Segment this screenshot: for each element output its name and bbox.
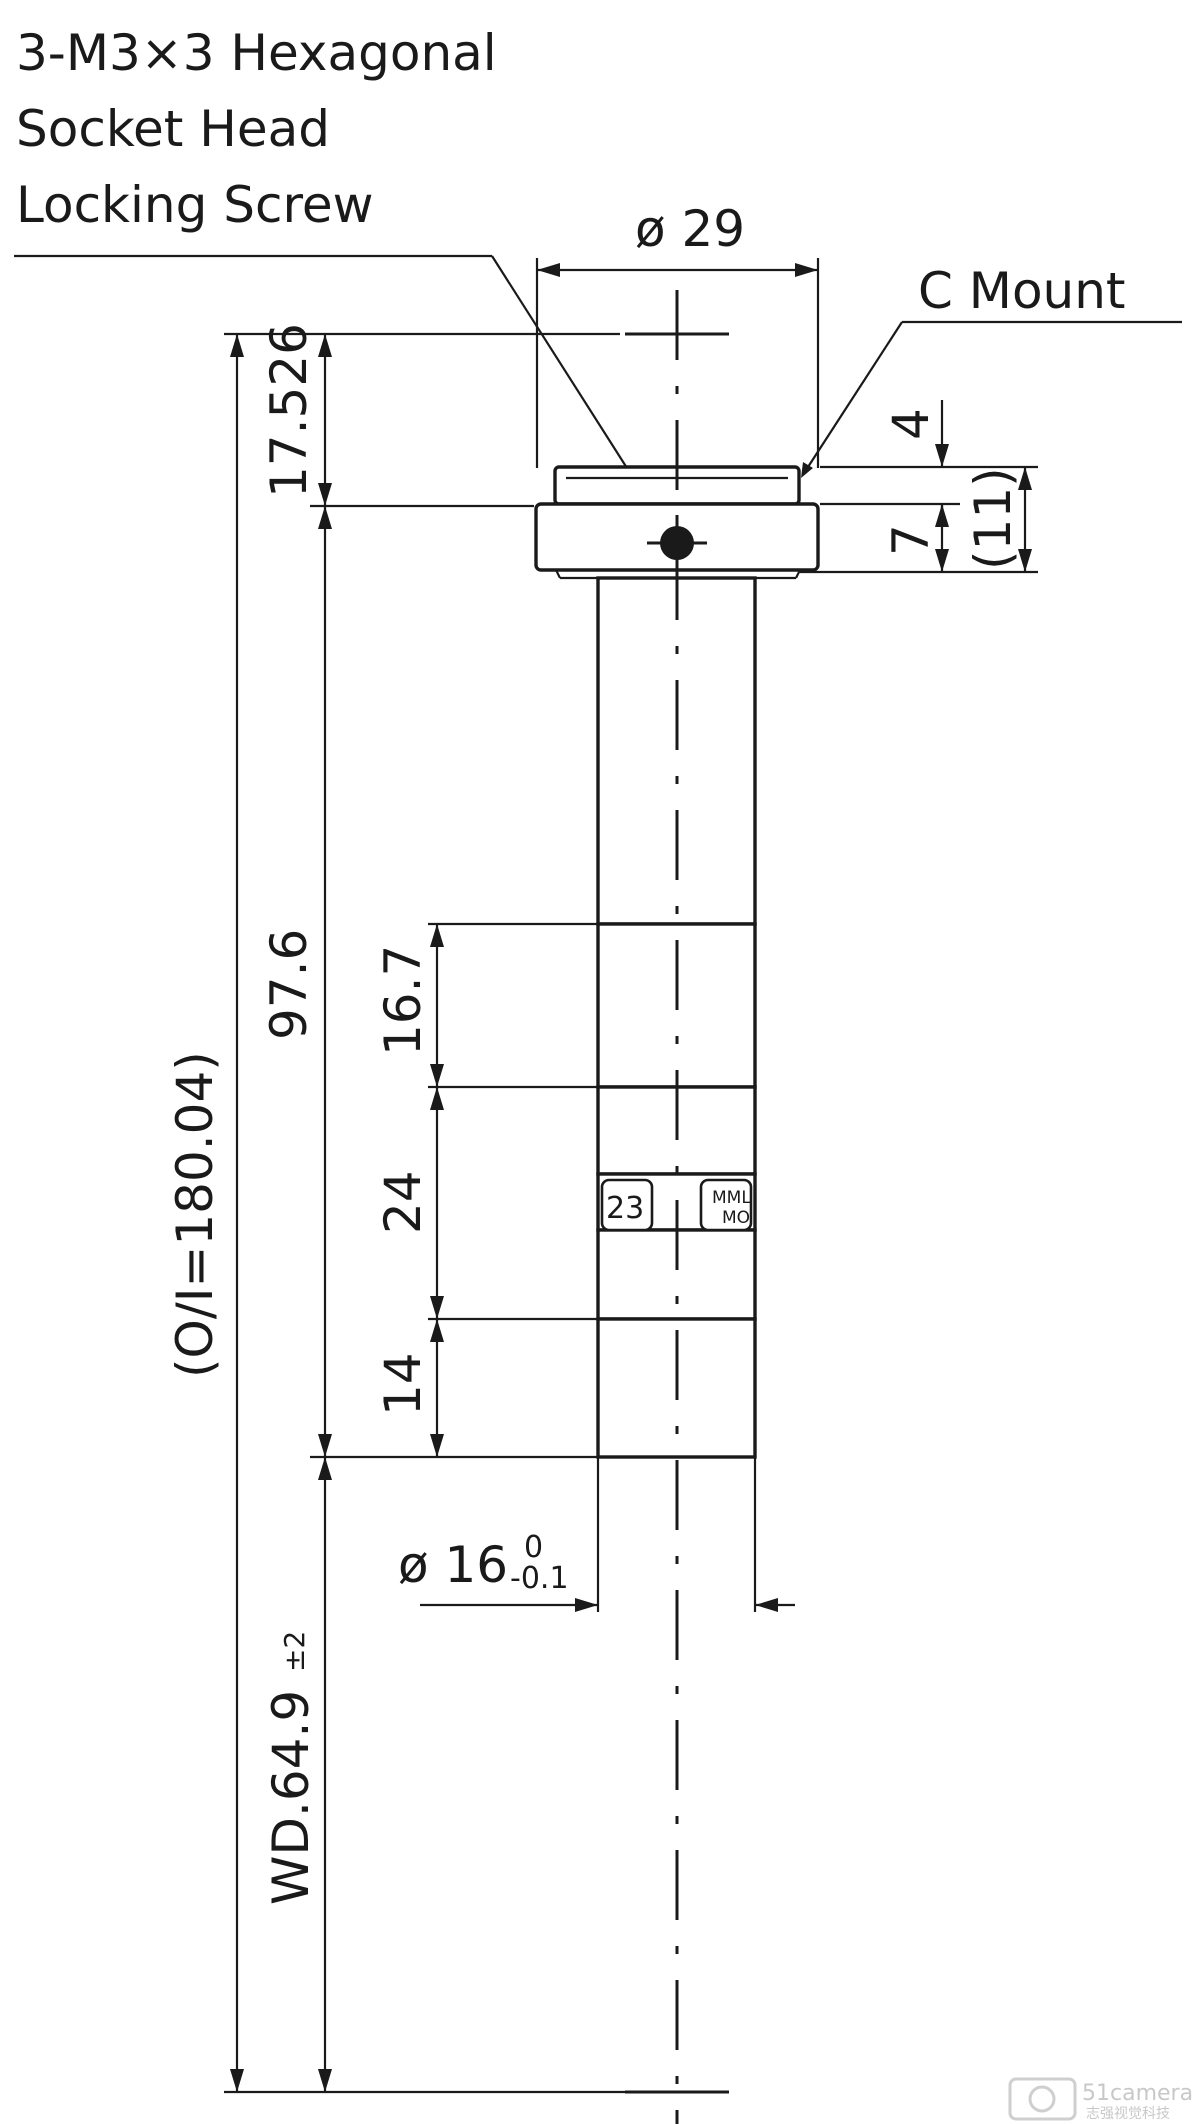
screw-callout-line1: 3-M3×3 Hexagonal: [16, 24, 497, 82]
dim-tol-upper: 0: [524, 1530, 543, 1565]
dim-wd: WD.64.9 ±2: [262, 1457, 332, 2092]
dim-oi: (O/I=180.04): [166, 334, 244, 2092]
dim-17-526-label: 17.526: [260, 323, 318, 498]
dim-11-label: (11): [964, 467, 1022, 570]
dim-oi-label: (O/I=180.04): [166, 1051, 224, 1378]
dim-diameter-16-label: ø 16: [398, 1536, 508, 1594]
watermark: 51camera 志强视觉科技: [1008, 2077, 1193, 2122]
dim-17-526: 17.526: [260, 323, 332, 506]
watermark-sub: 志强视觉科技: [1086, 2106, 1170, 2122]
dim-segments: 16.7 24 14: [374, 924, 444, 1457]
dim-7-label: 7: [882, 524, 940, 556]
dim-tol-lower: -0.1: [510, 1561, 569, 1596]
screw-callout-line2: Socket Head: [16, 100, 330, 158]
dim-97-6-label: 97.6: [260, 929, 318, 1040]
locking-screw: [647, 515, 707, 571]
dim-16-7-label: 16.7: [374, 945, 432, 1056]
lens-body: [534, 290, 820, 2124]
c-mount-leader: [801, 320, 1182, 478]
dim-diameter-29-label: ø 29: [635, 200, 745, 258]
dim-diameter-29: ø 29: [535, 200, 820, 468]
screw-callout-line3: Locking Screw: [16, 176, 374, 234]
watermark-brand: 51camera: [1082, 2081, 1193, 2106]
model-label-line1: MML: [712, 1188, 751, 1208]
dim-wd-label: WD.64.9: [262, 1690, 320, 1905]
model-label-line2: MO: [722, 1208, 750, 1228]
dim-wd-tol: ±2: [278, 1631, 311, 1672]
dim-97-6: 97.6: [260, 506, 332, 1457]
dim-14-label: 14: [374, 1352, 432, 1416]
camera-logo-icon: [1008, 2077, 1077, 2121]
dim-24-label: 24: [374, 1170, 432, 1234]
extension-lines: [224, 332, 625, 2094]
model-badge: MML MO: [699, 1178, 753, 1232]
dim-flange: 4 7 (11): [800, 400, 1038, 574]
mag-label: 23: [606, 1191, 644, 1226]
dim-4-label: 4: [882, 408, 940, 440]
mag-badge: 23: [600, 1178, 654, 1232]
dim-diameter-16: ø 16 0 -0.1: [398, 1457, 795, 1612]
c-mount-callout: C Mount: [918, 262, 1126, 320]
